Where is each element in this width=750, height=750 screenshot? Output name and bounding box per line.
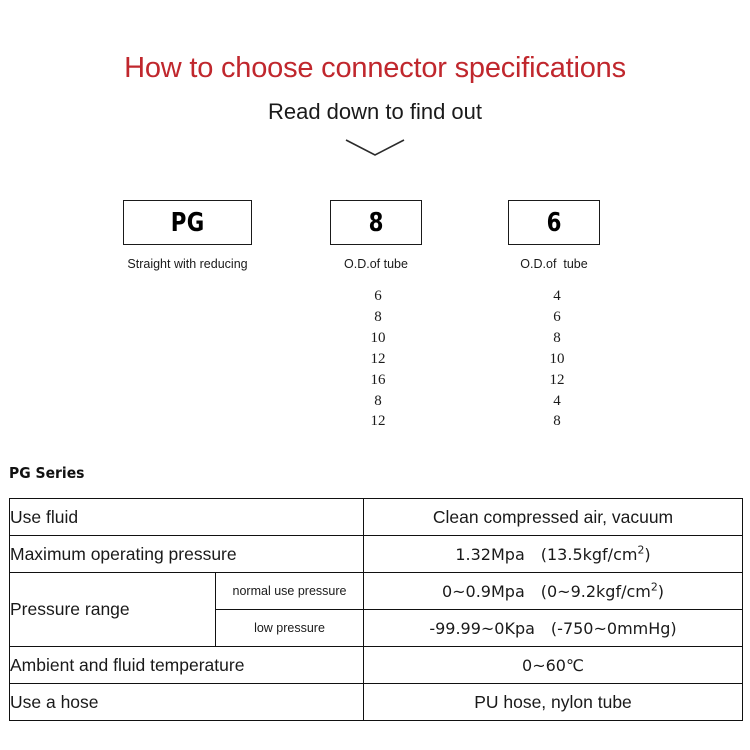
max-pressure-main: 1.32Mpa [455, 544, 525, 564]
row-label-use-fluid: Use fluid [9, 498, 364, 536]
normal-pressure-paren: (0~9.2kgf/cm [540, 581, 651, 601]
specification-table: Use fluid Clean compressed air, vacuum M… [9, 498, 743, 721]
option-value: 4 [553, 288, 561, 304]
option-column-od-1: 6 8 10 12 16 8 12 [343, 286, 413, 432]
option-value: 10 [549, 350, 565, 367]
page-title: How to choose connector specifications [124, 52, 626, 84]
row-value-use-fluid: Clean compressed air, vacuum [363, 498, 743, 536]
chevron-down-icon [345, 139, 405, 156]
option-value: 12 [549, 371, 565, 388]
row-label-max-pressure: Maximum operating pressure [9, 535, 364, 573]
max-pressure-sup: 2 [637, 543, 645, 557]
sub-label-low-pressure: low pressure [215, 609, 364, 647]
spec-box-od-1[interactable]: 8 [330, 200, 422, 245]
table-row: Use a hose PU hose, nylon tube [9, 683, 743, 721]
series-heading: PG Series [9, 464, 85, 482]
spec-box-od-1-code: 8 [368, 207, 384, 238]
max-pressure-paren: (13.5kgf/cm [540, 544, 638, 564]
row-value-use-a-hose: PU hose, nylon tube [363, 683, 743, 721]
table-row: Use fluid Clean compressed air, vacuum [9, 498, 743, 536]
page-subtitle: Read down to find out [267, 99, 483, 124]
table-row: low pressure -99.99~0Kpa (-750~0mmHg) [10, 609, 743, 647]
spec-box-series[interactable]: PG [123, 200, 252, 245]
option-column-od-2: 4 6 8 10 12 4 8 [522, 286, 592, 432]
table-row: Ambient and fluid temperature 0~60℃ [9, 646, 743, 684]
option-value: 6 [553, 308, 561, 325]
table-row: Maximum operating pressure 1.32Mpa (13.5… [9, 535, 743, 573]
row-value-temperature: 0~60℃ [363, 646, 743, 684]
sub-label-normal-use-pressure: normal use pressure [215, 572, 364, 610]
spec-box-od-2[interactable]: 6 [508, 200, 600, 245]
option-value: 8 [553, 329, 561, 346]
normal-pressure-main: 0~0.9Mpa [441, 581, 525, 601]
row-label-temperature: Ambient and fluid temperature [9, 646, 364, 684]
row-value-low-pressure: -99.99~0Kpa (-750~0mmHg) [363, 609, 743, 647]
option-value: 12 [370, 350, 386, 367]
option-value: 6 [374, 288, 382, 304]
spec-box-od-1-label: O.D.of tube [344, 257, 408, 271]
spec-box-series-code: PG [170, 207, 205, 238]
spec-box-od-2-label: O.D.of tube [520, 257, 588, 271]
option-value: 10 [370, 329, 386, 346]
option-value: 8 [374, 392, 382, 409]
table-row: Pressure range normal use pressure 0~0.9… [9, 572, 743, 647]
option-value: 12 [370, 413, 386, 430]
row-label-use-a-hose: Use a hose [9, 683, 364, 721]
row-value-max-pressure: 1.32Mpa (13.5kgf/cm2) [363, 535, 743, 573]
normal-pressure-sup: 2 [650, 580, 658, 594]
option-value: 16 [370, 371, 386, 388]
row-value-normal-use-pressure: 0~0.9Mpa (0~9.2kgf/cm2) [363, 572, 743, 610]
max-pressure-close: ) [644, 544, 651, 564]
spec-box-od-2-code: 6 [546, 207, 562, 238]
option-value: 4 [553, 392, 561, 409]
spec-box-series-label: Straight with reducing [127, 257, 248, 271]
row-label-pressure-range: Pressure range [9, 572, 216, 647]
option-value: 8 [553, 413, 561, 430]
option-value: 8 [374, 308, 382, 325]
normal-pressure-close: ) [657, 581, 665, 601]
